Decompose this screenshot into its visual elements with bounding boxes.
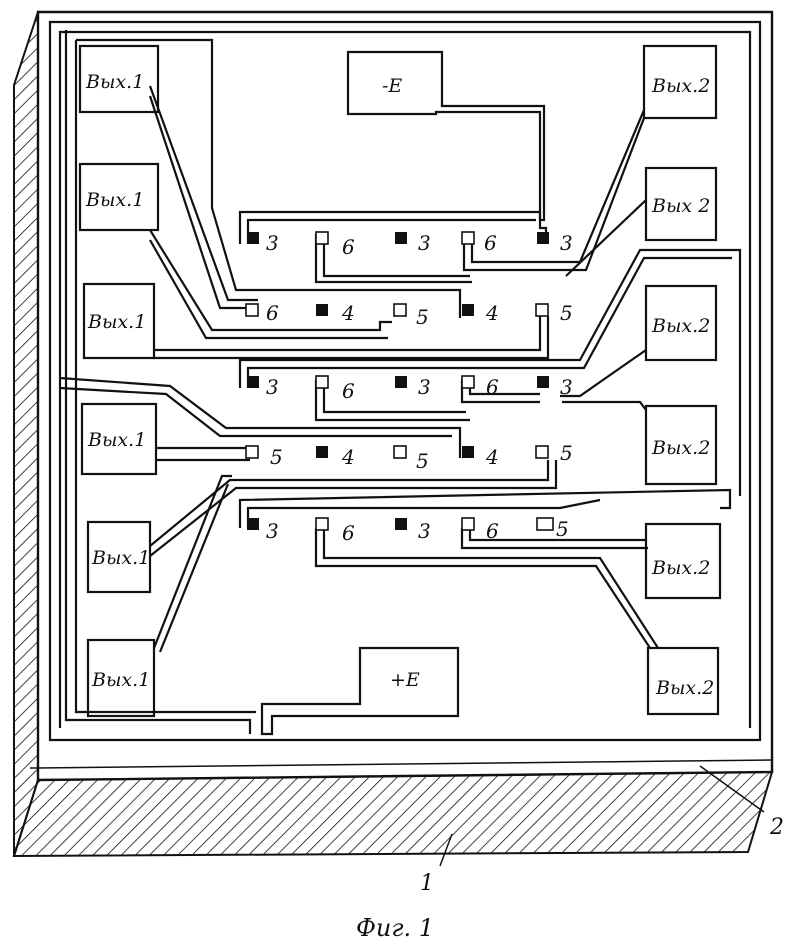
left-output-label-5: Вых.1 xyxy=(91,547,150,569)
svg-text:4: 4 xyxy=(341,445,355,469)
svg-text:3: 3 xyxy=(266,375,279,399)
svg-text:3: 3 xyxy=(418,231,431,255)
substrate-front-face xyxy=(14,772,772,856)
svg-text:4: 4 xyxy=(485,445,499,469)
svg-text:6: 6 xyxy=(342,235,355,259)
svg-text:6: 6 xyxy=(486,375,499,399)
left-output-label-4: Вых.1 xyxy=(87,429,146,451)
svg-text:3: 3 xyxy=(418,375,431,399)
positive-supply-label: +E xyxy=(390,669,420,691)
right-output-label-1: Вых.2 xyxy=(651,75,710,97)
svg-text:3: 3 xyxy=(266,519,279,543)
svg-text:6: 6 xyxy=(342,521,355,545)
negative-supply-label: -E xyxy=(382,75,402,97)
svg-text:5: 5 xyxy=(560,441,573,465)
left-output-label-2: Вых.1 xyxy=(85,189,144,211)
right-output-label-2: Вых 2 xyxy=(651,195,710,217)
substrate-side-face xyxy=(14,12,38,856)
svg-text:6: 6 xyxy=(266,301,279,325)
svg-text:3: 3 xyxy=(560,231,573,255)
svg-text:5: 5 xyxy=(416,449,429,473)
svg-text:4: 4 xyxy=(485,301,499,325)
right-output-label-5: Вых.2 xyxy=(651,557,710,579)
svg-text:6: 6 xyxy=(342,379,355,403)
left-output-label-3: Вых.1 xyxy=(87,311,146,333)
left-output-label-1: Вых.1 xyxy=(85,71,144,93)
svg-text:5: 5 xyxy=(416,305,429,329)
svg-text:5: 5 xyxy=(560,301,573,325)
svg-text:6: 6 xyxy=(484,231,497,255)
right-output-label-3: Вых.2 xyxy=(651,315,710,337)
ref-substrate-1: 1 xyxy=(420,871,434,896)
svg-text:5: 5 xyxy=(270,445,283,469)
svg-text:6: 6 xyxy=(486,519,499,543)
svg-text:4: 4 xyxy=(341,301,355,325)
left-output-label-6: Вых.1 xyxy=(91,669,150,691)
svg-text:5: 5 xyxy=(556,517,569,541)
ref-layer-2: 2 xyxy=(769,815,784,840)
svg-text:3: 3 xyxy=(266,231,279,255)
svg-text:3: 3 xyxy=(418,519,431,543)
figure-caption: Фиг. 1 xyxy=(356,914,434,942)
right-output-label-4: Вых.2 xyxy=(651,437,710,459)
svg-text:3: 3 xyxy=(560,375,573,399)
right-output-label-6: Вых.2 xyxy=(655,677,714,699)
